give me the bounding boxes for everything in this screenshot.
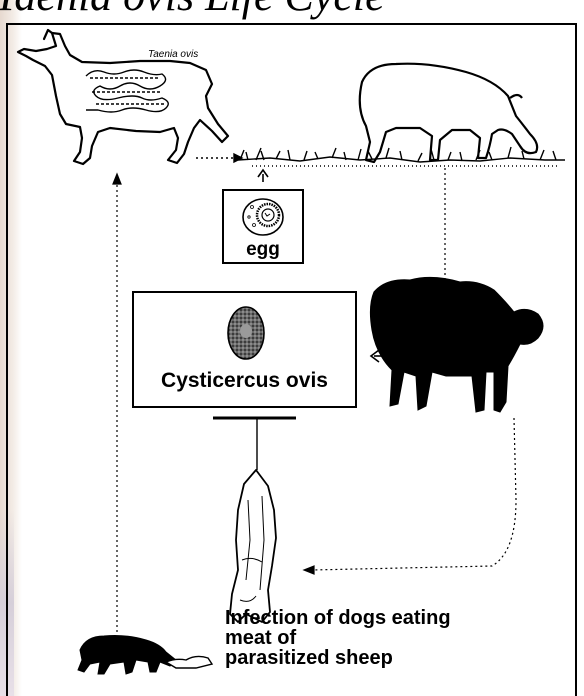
infected-sheep-icon: [370, 277, 543, 412]
caption-line-1: Infection of dogs eating: [225, 608, 565, 628]
carcass-icon: [230, 470, 276, 622]
arrow-dog-to-ground: [196, 154, 242, 162]
arrow-infected-dog-to-adult: [113, 174, 121, 632]
arrow-egg-to-grass: [258, 170, 268, 182]
caption-line-3: parasitized sheep: [225, 648, 565, 668]
cysticercus-box: Cysticercus ovis: [132, 291, 357, 408]
intestine-worms-icon: [86, 70, 168, 112]
caption-line-2: meat of: [225, 628, 565, 648]
eating-dog-icon: [78, 636, 212, 675]
arrow-grazing-to-infected: [441, 168, 449, 296]
egg-icon: [224, 193, 302, 243]
arrow-sheep-to-carcass: [304, 418, 516, 574]
infection-caption: Infection of dogs eating meat of parasit…: [225, 608, 565, 668]
egg-box: egg: [222, 189, 304, 264]
cysticercus-label: Cysticercus ovis: [134, 369, 355, 393]
label-taenia-ovis: Taenia ovis: [148, 49, 198, 60]
grass-icon: [238, 147, 565, 166]
hanging-hook-icon: [213, 418, 296, 470]
cysticercus-icon: [216, 301, 276, 365]
egg-label: egg: [224, 239, 302, 261]
